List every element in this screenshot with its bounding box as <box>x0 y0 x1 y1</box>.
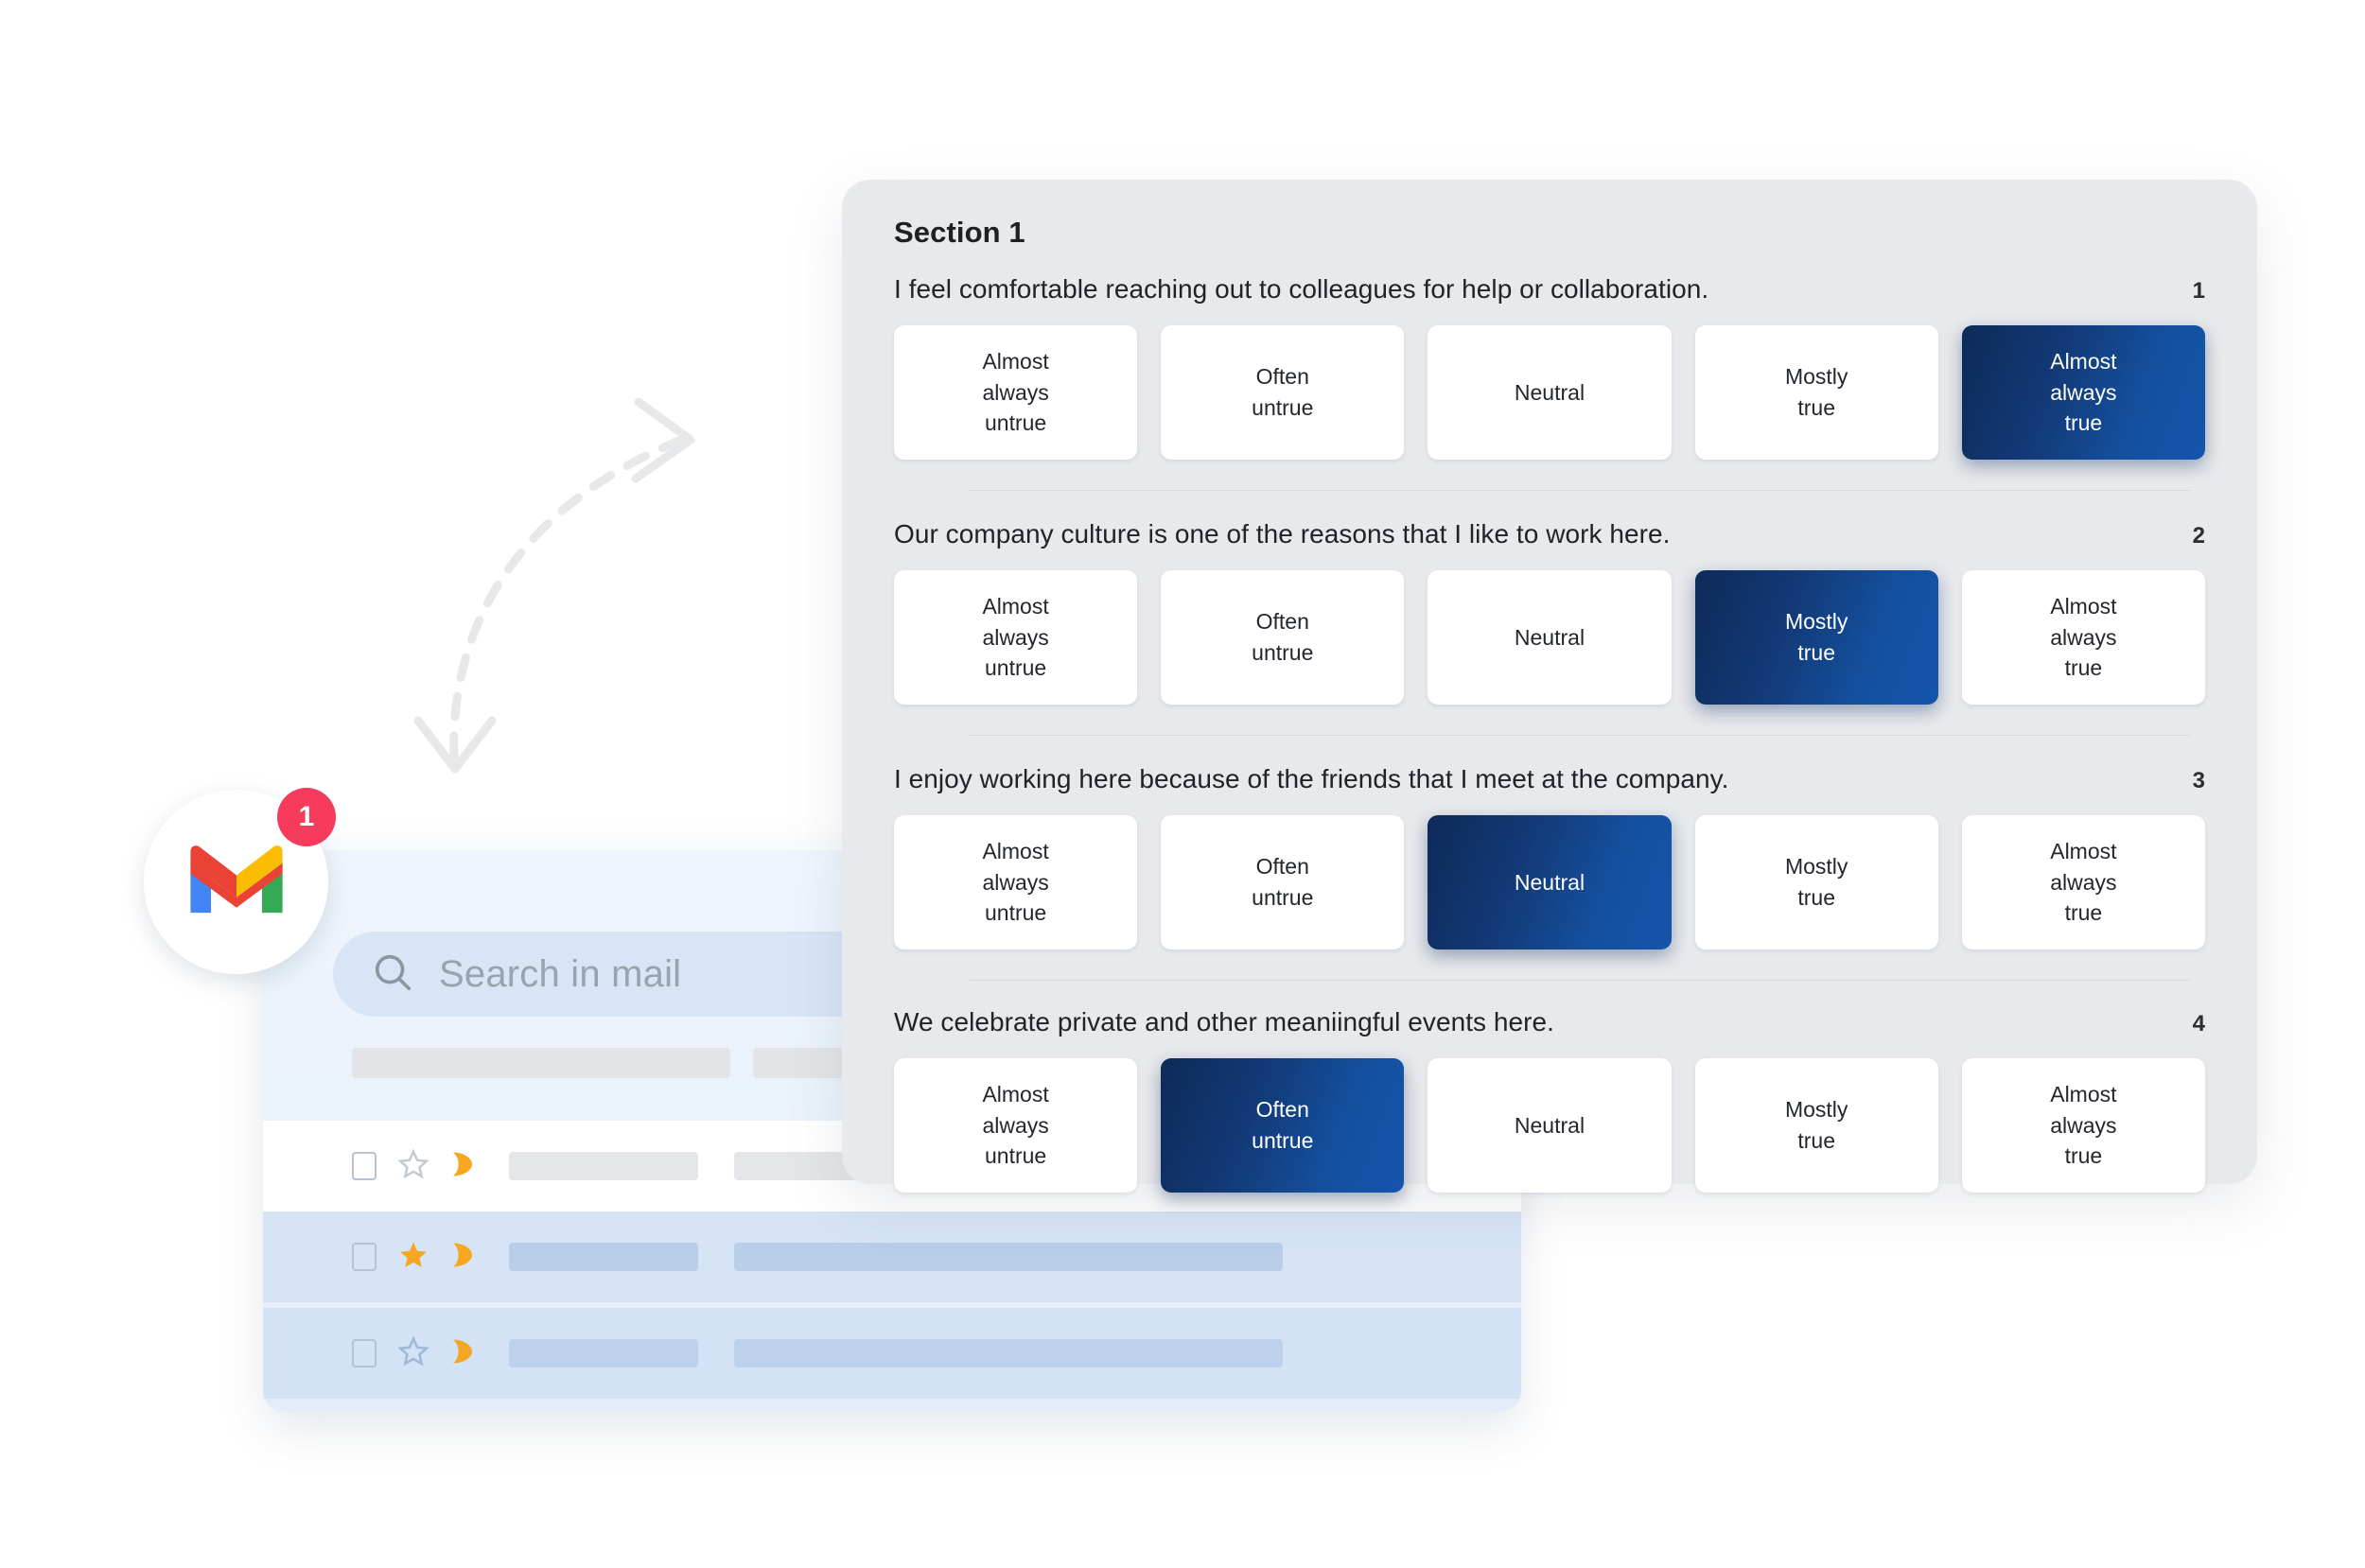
scale-option-4[interactable]: Almost always true <box>1961 815 2205 950</box>
question-number: 3 <box>2192 768 2205 793</box>
checkbox-icon[interactable] <box>352 1152 377 1180</box>
question-header: I enjoy working here because of the frie… <box>894 764 2205 794</box>
search-icon <box>371 950 414 999</box>
survey-card: Section 1 I feel comfortable reaching ou… <box>842 180 2257 1193</box>
notification-badge: 1 <box>277 788 336 846</box>
scale-option-1[interactable]: Often untrue <box>1161 570 1405 705</box>
scale-option-3[interactable]: Mostly true <box>1694 1058 1938 1193</box>
mail-sender-placeholder <box>509 1243 698 1271</box>
section-title: Section 1 <box>894 216 1025 249</box>
question-block: We celebrate private and other meaniingf… <box>894 1007 2205 1193</box>
scale-option-2[interactable]: Neutral <box>1428 570 1672 705</box>
checkbox-icon[interactable] <box>352 1339 377 1368</box>
question-text: I feel comfortable reaching out to colle… <box>894 274 1709 304</box>
question-header: I feel comfortable reaching out to colle… <box>894 274 2205 305</box>
scale-option-0[interactable]: Almost always untrue <box>894 1058 1138 1193</box>
important-marker-icon[interactable] <box>450 1150 475 1183</box>
question-number: 2 <box>2192 523 2205 549</box>
scale-option-3[interactable]: Mostly true <box>1694 815 1938 950</box>
checkbox-icon[interactable] <box>352 1243 377 1271</box>
mail-sender-placeholder <box>509 1339 698 1368</box>
question-text: I enjoy working here because of the frie… <box>894 764 1729 793</box>
scale-options: Almost always untrue Often untrue Neutra… <box>894 325 2205 460</box>
question-block: I enjoy working here because of the frie… <box>894 764 2205 950</box>
scale-options: Almost always untrue Often untrue Neutra… <box>894 570 2205 705</box>
scale-option-1[interactable]: Often untrue <box>1161 1058 1405 1193</box>
divider <box>970 490 2190 491</box>
scale-option-2[interactable]: Neutral <box>1428 325 1672 460</box>
scale-option-3[interactable]: Mostly true <box>1694 325 1938 460</box>
curved-dashed-arrow-icon <box>397 350 851 794</box>
star-outline-icon[interactable] <box>397 1335 429 1372</box>
scale-option-1[interactable]: Often untrue <box>1161 815 1405 950</box>
question-header: Our company culture is one of the reason… <box>894 519 2205 549</box>
scale-options: Almost always untrue Often untrue Neutra… <box>894 1058 2205 1193</box>
important-marker-icon[interactable] <box>450 1241 475 1274</box>
star-outline-icon[interactable] <box>397 1148 429 1185</box>
scale-option-1[interactable]: Often untrue <box>1161 325 1405 460</box>
mail-subject-placeholder <box>734 1339 1283 1368</box>
skeleton-bar <box>352 1048 730 1078</box>
question-number: 4 <box>2192 1011 2205 1037</box>
scale-option-0[interactable]: Almost always untrue <box>894 325 1138 460</box>
gmail-app-badge[interactable]: 1 <box>144 788 336 974</box>
divider <box>970 735 2190 736</box>
scale-option-0[interactable]: Almost always untrue <box>894 570 1138 705</box>
divider <box>970 980 2190 981</box>
scale-option-0[interactable]: Almost always untrue <box>894 815 1138 950</box>
scale-option-4[interactable]: Almost always true <box>1961 570 2205 705</box>
list-item[interactable] <box>263 1308 1521 1399</box>
scale-option-4[interactable]: Almost always true <box>1961 325 2205 460</box>
scale-option-2[interactable]: Neutral <box>1428 1058 1672 1193</box>
scale-option-3[interactable]: Mostly true <box>1694 570 1938 705</box>
question-text: We celebrate private and other meaniingf… <box>894 1007 1554 1037</box>
star-filled-icon[interactable] <box>397 1239 429 1276</box>
mail-subject-placeholder <box>734 1243 1283 1271</box>
important-marker-icon[interactable] <box>450 1337 475 1370</box>
scale-option-2[interactable]: Neutral <box>1428 815 1672 950</box>
gmail-logo-icon <box>185 841 288 923</box>
question-block: Our company culture is one of the reason… <box>894 519 2205 705</box>
list-item[interactable] <box>263 1211 1521 1302</box>
search-placeholder: Search in mail <box>439 952 682 995</box>
question-block: I feel comfortable reaching out to colle… <box>894 274 2205 460</box>
scale-option-4[interactable]: Almost always true <box>1961 1058 2205 1193</box>
question-number: 1 <box>2192 278 2205 304</box>
mail-sender-placeholder <box>509 1152 698 1180</box>
scale-options: Almost always untrue Often untrue Neutra… <box>894 815 2205 950</box>
question-header: We celebrate private and other meaniingf… <box>894 1007 2205 1037</box>
question-text: Our company culture is one of the reason… <box>894 519 1671 549</box>
